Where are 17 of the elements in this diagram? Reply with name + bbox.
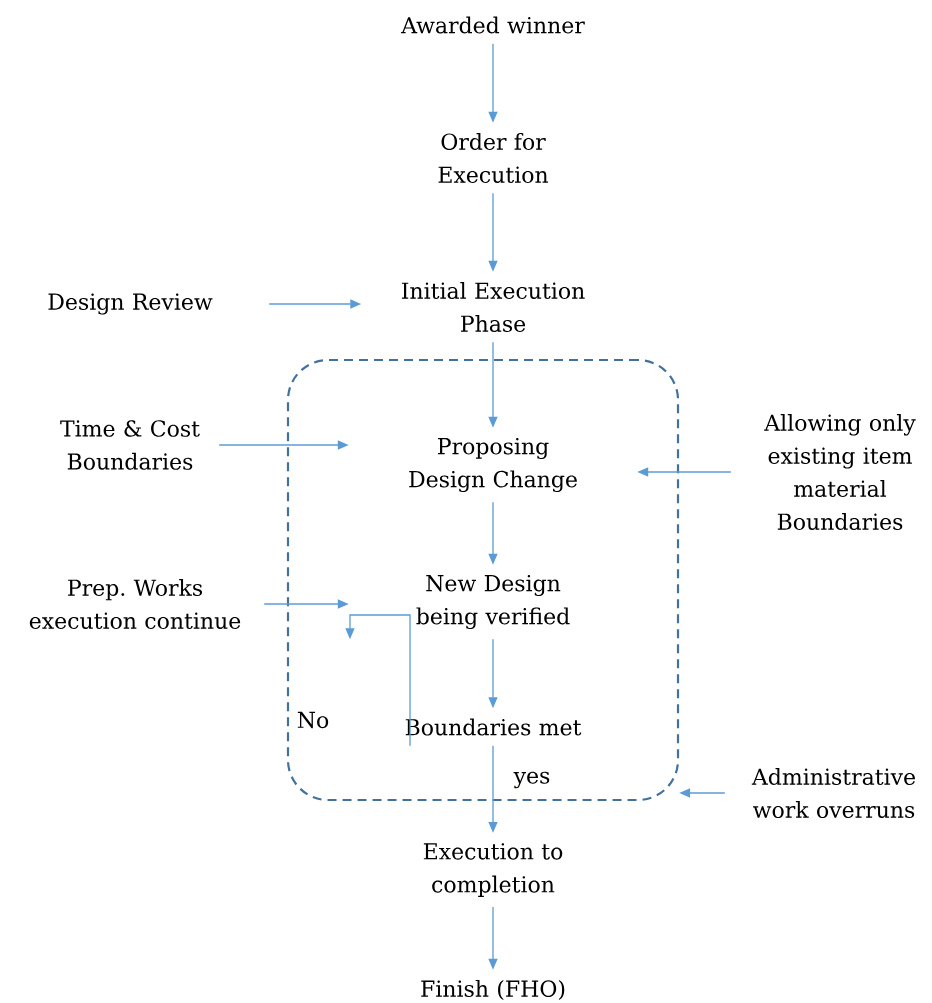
step-text: Boundaries met <box>405 718 582 736</box>
step-text: New Design being verified <box>416 574 570 630</box>
arrow <box>345 614 411 747</box>
step-text: Prep. Works execution continue <box>29 579 241 629</box>
step-text: Execution to completion <box>423 843 563 897</box>
dashed-boundary-box <box>286 358 680 802</box>
step-text: Initial Execution Phase <box>401 282 585 332</box>
step-text: Proposing Design Change <box>409 437 577 493</box>
step-text: Awarded winner <box>401 16 585 34</box>
step-text: Allowing only existing item material Boundaries <box>764 414 916 530</box>
step-text: Design Review <box>48 293 213 315</box>
edge-label: No <box>294 709 332 731</box>
step-text: Time & Cost Boundaries <box>60 420 200 470</box>
step-text: Administrative work overruns <box>751 768 915 818</box>
step-text: Finish (FHO) <box>421 979 565 1001</box>
edge-label: yes <box>511 769 553 791</box>
step-text: Order for Execution <box>438 133 549 183</box>
